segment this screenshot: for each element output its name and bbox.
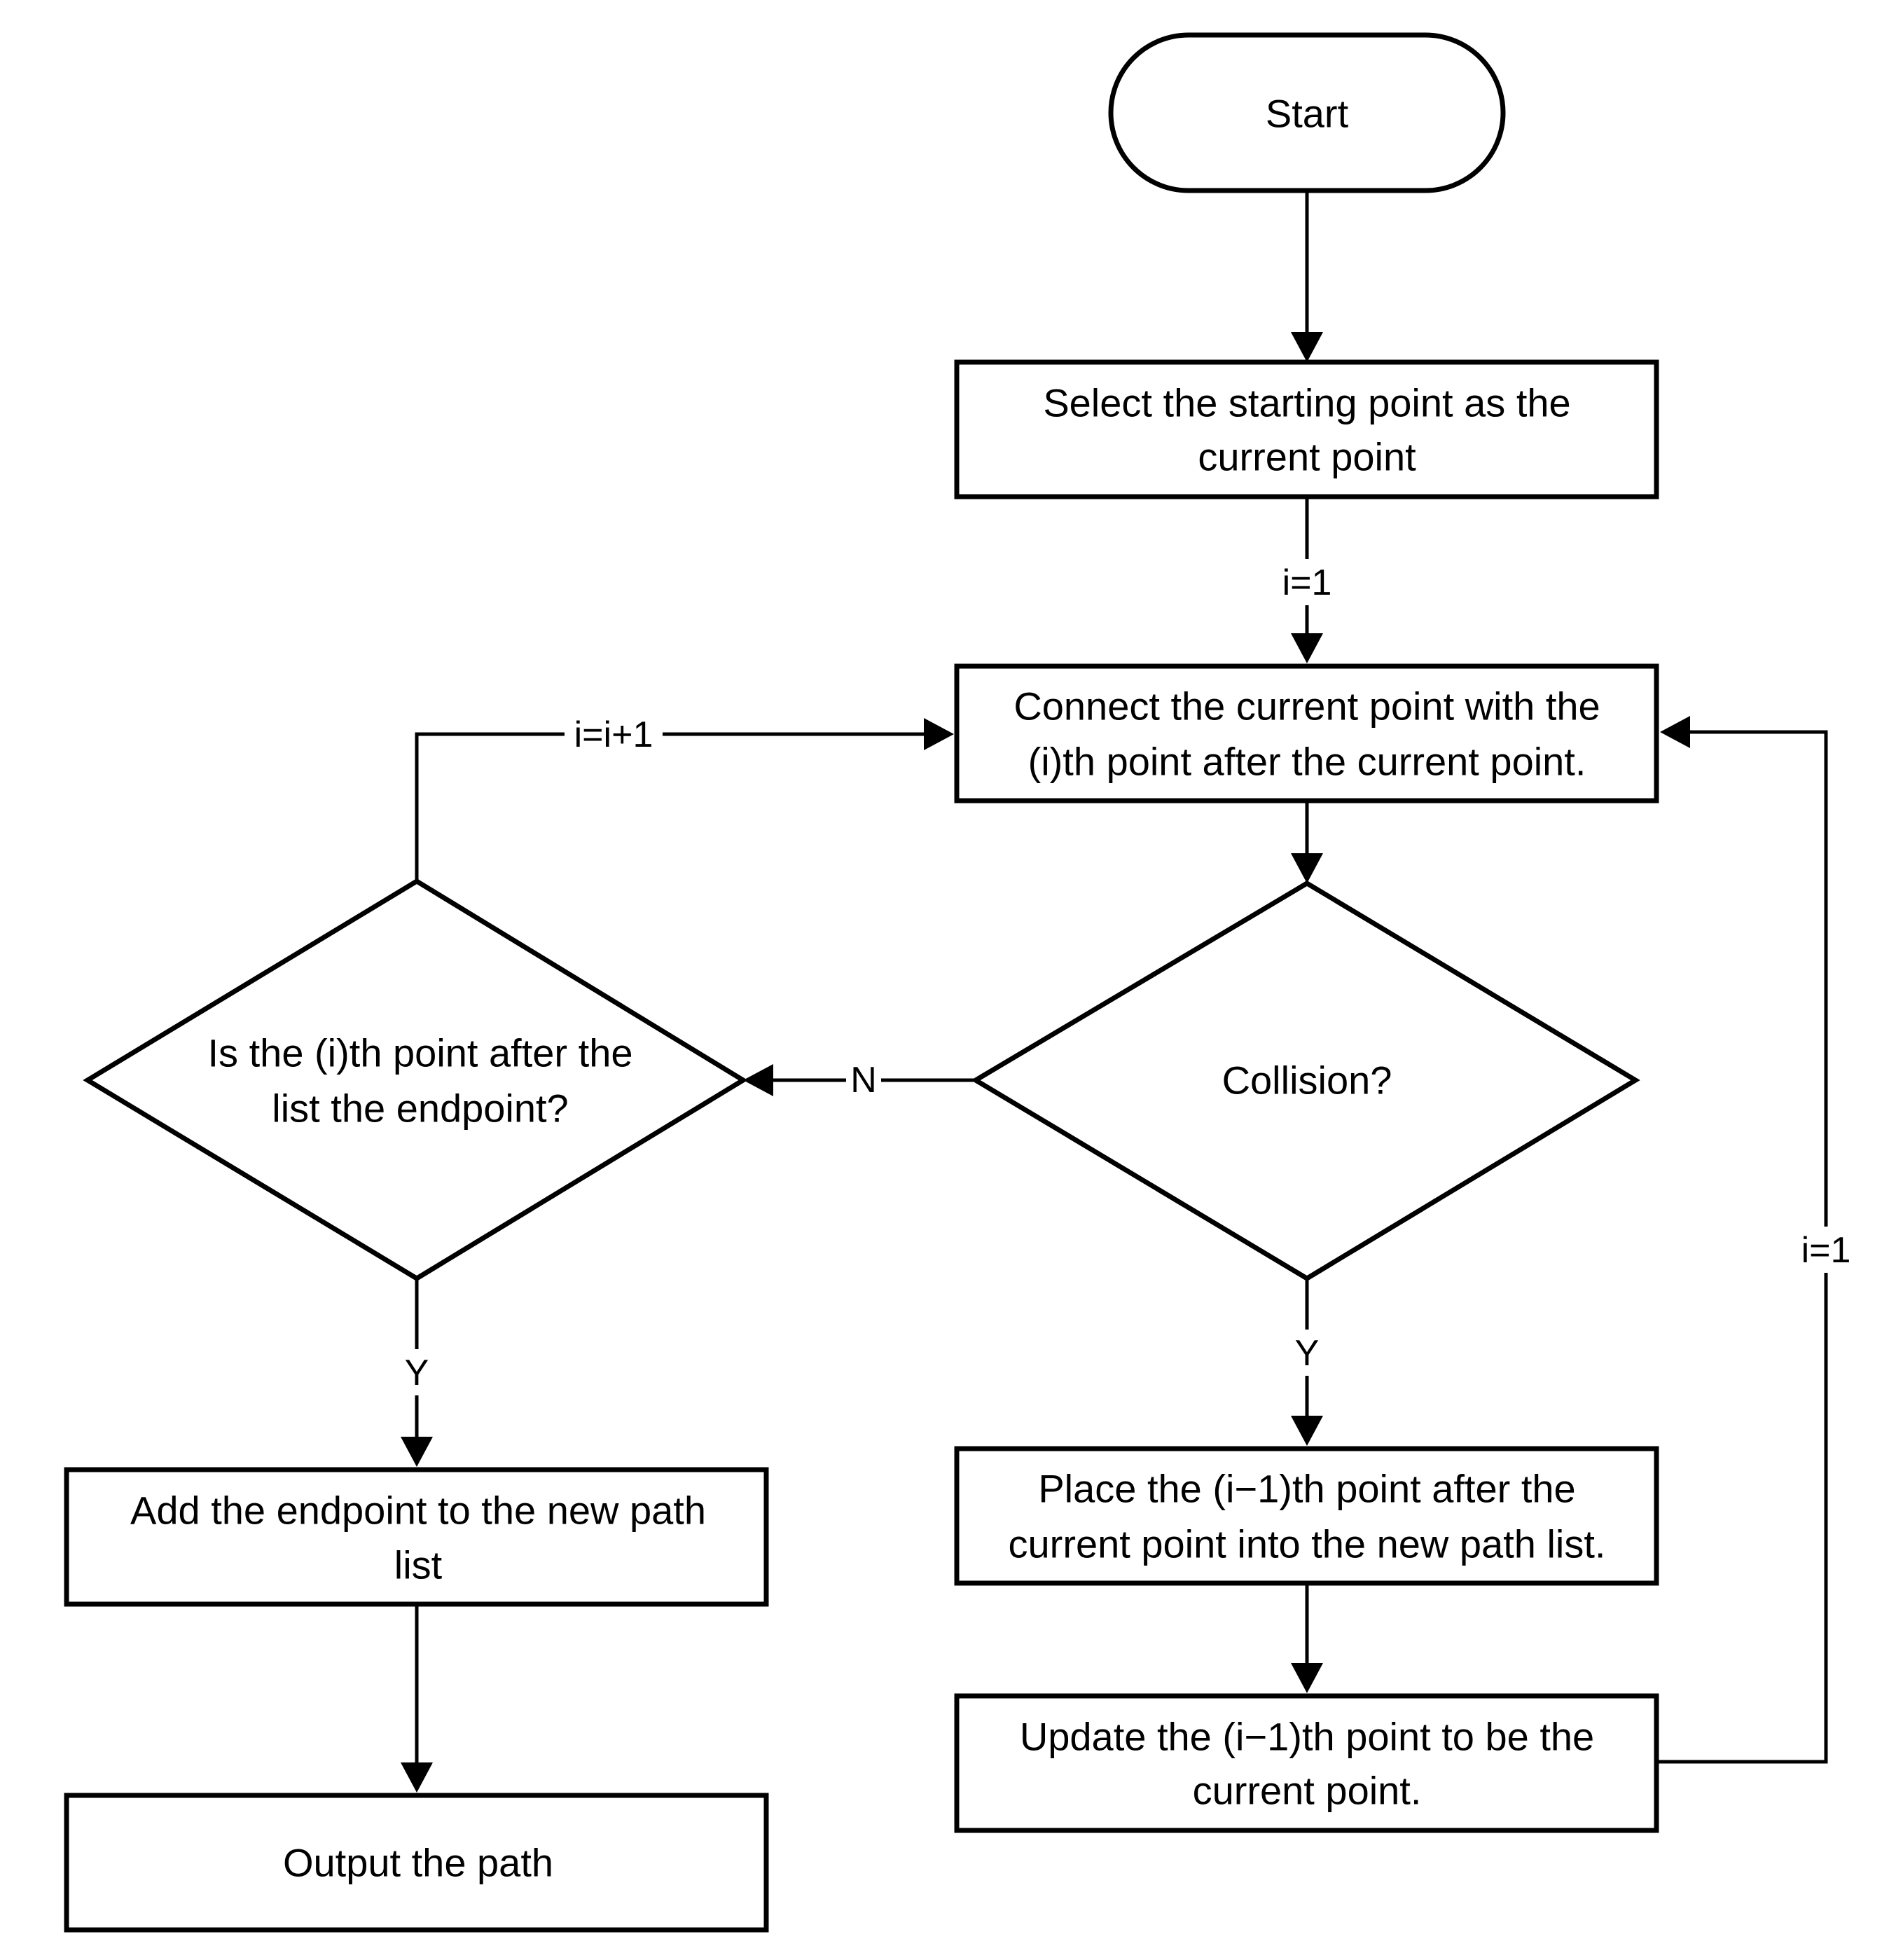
connect-node-line-2: (i)th point after the current point. <box>1028 740 1586 784</box>
update-point-node-line-2: current point. <box>1193 1769 1422 1813</box>
connectors <box>401 191 1828 1793</box>
place-point-node-line-2: current point into the new path list. <box>1009 1522 1606 1566</box>
output-node: Output the path <box>64 1793 769 1933</box>
endpoint-decision: Is the (i)th point after the list the en… <box>83 878 748 1282</box>
add-endpoint-node: Add the endpoint to the new path list <box>64 1467 769 1607</box>
add-endpoint-node-line-1: Add the endpoint to the new path <box>130 1489 706 1533</box>
add-endpoint-node-line-2: list <box>394 1543 443 1587</box>
endpoint-decision-line-1: Is the (i)th point after the <box>208 1031 633 1075</box>
connect-node: Connect the current point with the (i)th… <box>954 663 1659 803</box>
update-point-node-line-1: Update the (i−1)th point to be the <box>1020 1715 1594 1759</box>
select-start-node: Select the starting point as the current… <box>954 359 1659 499</box>
place-point-node-line-1: Place the (i−1)th point after the <box>1038 1467 1575 1511</box>
arrowhead-select <box>1291 332 1323 362</box>
connect-node-line-1: Connect the current point with the <box>1013 684 1600 729</box>
arrowhead-connect-right <box>1660 716 1690 748</box>
arrowhead-place <box>1291 1416 1323 1446</box>
start-node-label: Start <box>1266 92 1349 136</box>
edge-labels: i=1 i=i+1 N Y Y i=1 <box>399 559 1865 1395</box>
edge-label-endpoint-yes: Y <box>405 1353 429 1393</box>
connector-endpoint-no <box>415 732 927 881</box>
collision-decision: Collision? <box>971 880 1640 1282</box>
edge-label-i-equals-1: i=1 <box>1282 563 1332 603</box>
arrowhead-collision <box>1291 853 1323 883</box>
arrowhead-connect <box>1291 633 1323 663</box>
arrowhead-update <box>1291 1663 1323 1693</box>
start-node: Start <box>1108 32 1506 193</box>
edge-label-collision-yes: Y <box>1295 1333 1320 1374</box>
update-point-node: Update the (i−1)th point to be the curre… <box>954 1693 1659 1833</box>
place-point-node: Place the (i−1)th point after the curren… <box>954 1446 1659 1586</box>
edge-label-i-increment: i=i+1 <box>574 715 653 755</box>
arrowhead-connect-left <box>924 718 954 750</box>
output-node-label: Output the path <box>283 1841 553 1885</box>
edge-label-collision-no: N <box>850 1060 877 1100</box>
endpoint-decision-line-2: list the endpoint? <box>272 1086 568 1131</box>
arrowhead-output <box>401 1762 433 1793</box>
arrowhead-is-endpoint <box>743 1064 773 1096</box>
arrowhead-add <box>401 1437 433 1467</box>
collision-decision-label: Collision? <box>1222 1058 1392 1103</box>
select-start-node-line-1: Select the starting point as the <box>1043 381 1570 425</box>
edge-label-loop-i-equals-1: i=1 <box>1801 1230 1851 1271</box>
select-start-node-line-2: current point <box>1198 435 1416 479</box>
